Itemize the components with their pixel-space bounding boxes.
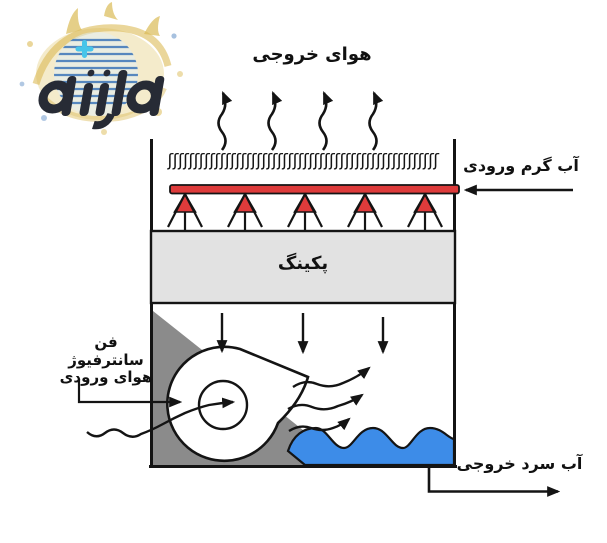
fan-label-pointer-arrow (77, 379, 183, 408)
exhaust-air-label: هوای خروجی (252, 44, 372, 65)
fan-and-inlet-air-label: فن سانترفیوژ هوای ورودی (56, 333, 156, 387)
packing-block (149, 229, 457, 305)
fan-outlet-airflow-arrows (287, 366, 371, 433)
spray-nozzle (287, 192, 323, 231)
spray-nozzle (167, 192, 203, 231)
drift-eliminator-pattern: ʃʃʃʃʃʃʃʃʃʃʃʃʃʃʃʃʃʃʃʃʃʃʃʃʃʃʃʃʃʃʃʃʃʃʃʃʃʃʃʃ… (167, 151, 439, 171)
spray-nozzle (407, 192, 443, 231)
inlet-air-label: هوای ورودی (59, 368, 153, 387)
cold-water-outlet-pipe-arrow (427, 467, 561, 497)
spray-nozzle (227, 192, 263, 231)
inlet-air-arrow (86, 397, 236, 438)
cold-water-outlet-label: آب سرد خروجی (456, 454, 583, 473)
brand-watermark-logo (19, 2, 183, 135)
exhaust-air-arrows (217, 90, 384, 151)
sparkle-icon (75, 40, 94, 58)
hot-water-pipe (169, 184, 460, 195)
fan-label: فن سانترفیوژ (68, 333, 144, 369)
cold-water-basin (286, 426, 456, 467)
packing-label: پکینگ (277, 253, 329, 274)
wordmark-glyphs (38, 69, 165, 130)
water-down-arrows (216, 313, 389, 355)
hot-water-inlet-label: آب گرم ورودی (463, 156, 579, 175)
spray-nozzle (347, 192, 383, 231)
spray-nozzles (167, 192, 443, 231)
